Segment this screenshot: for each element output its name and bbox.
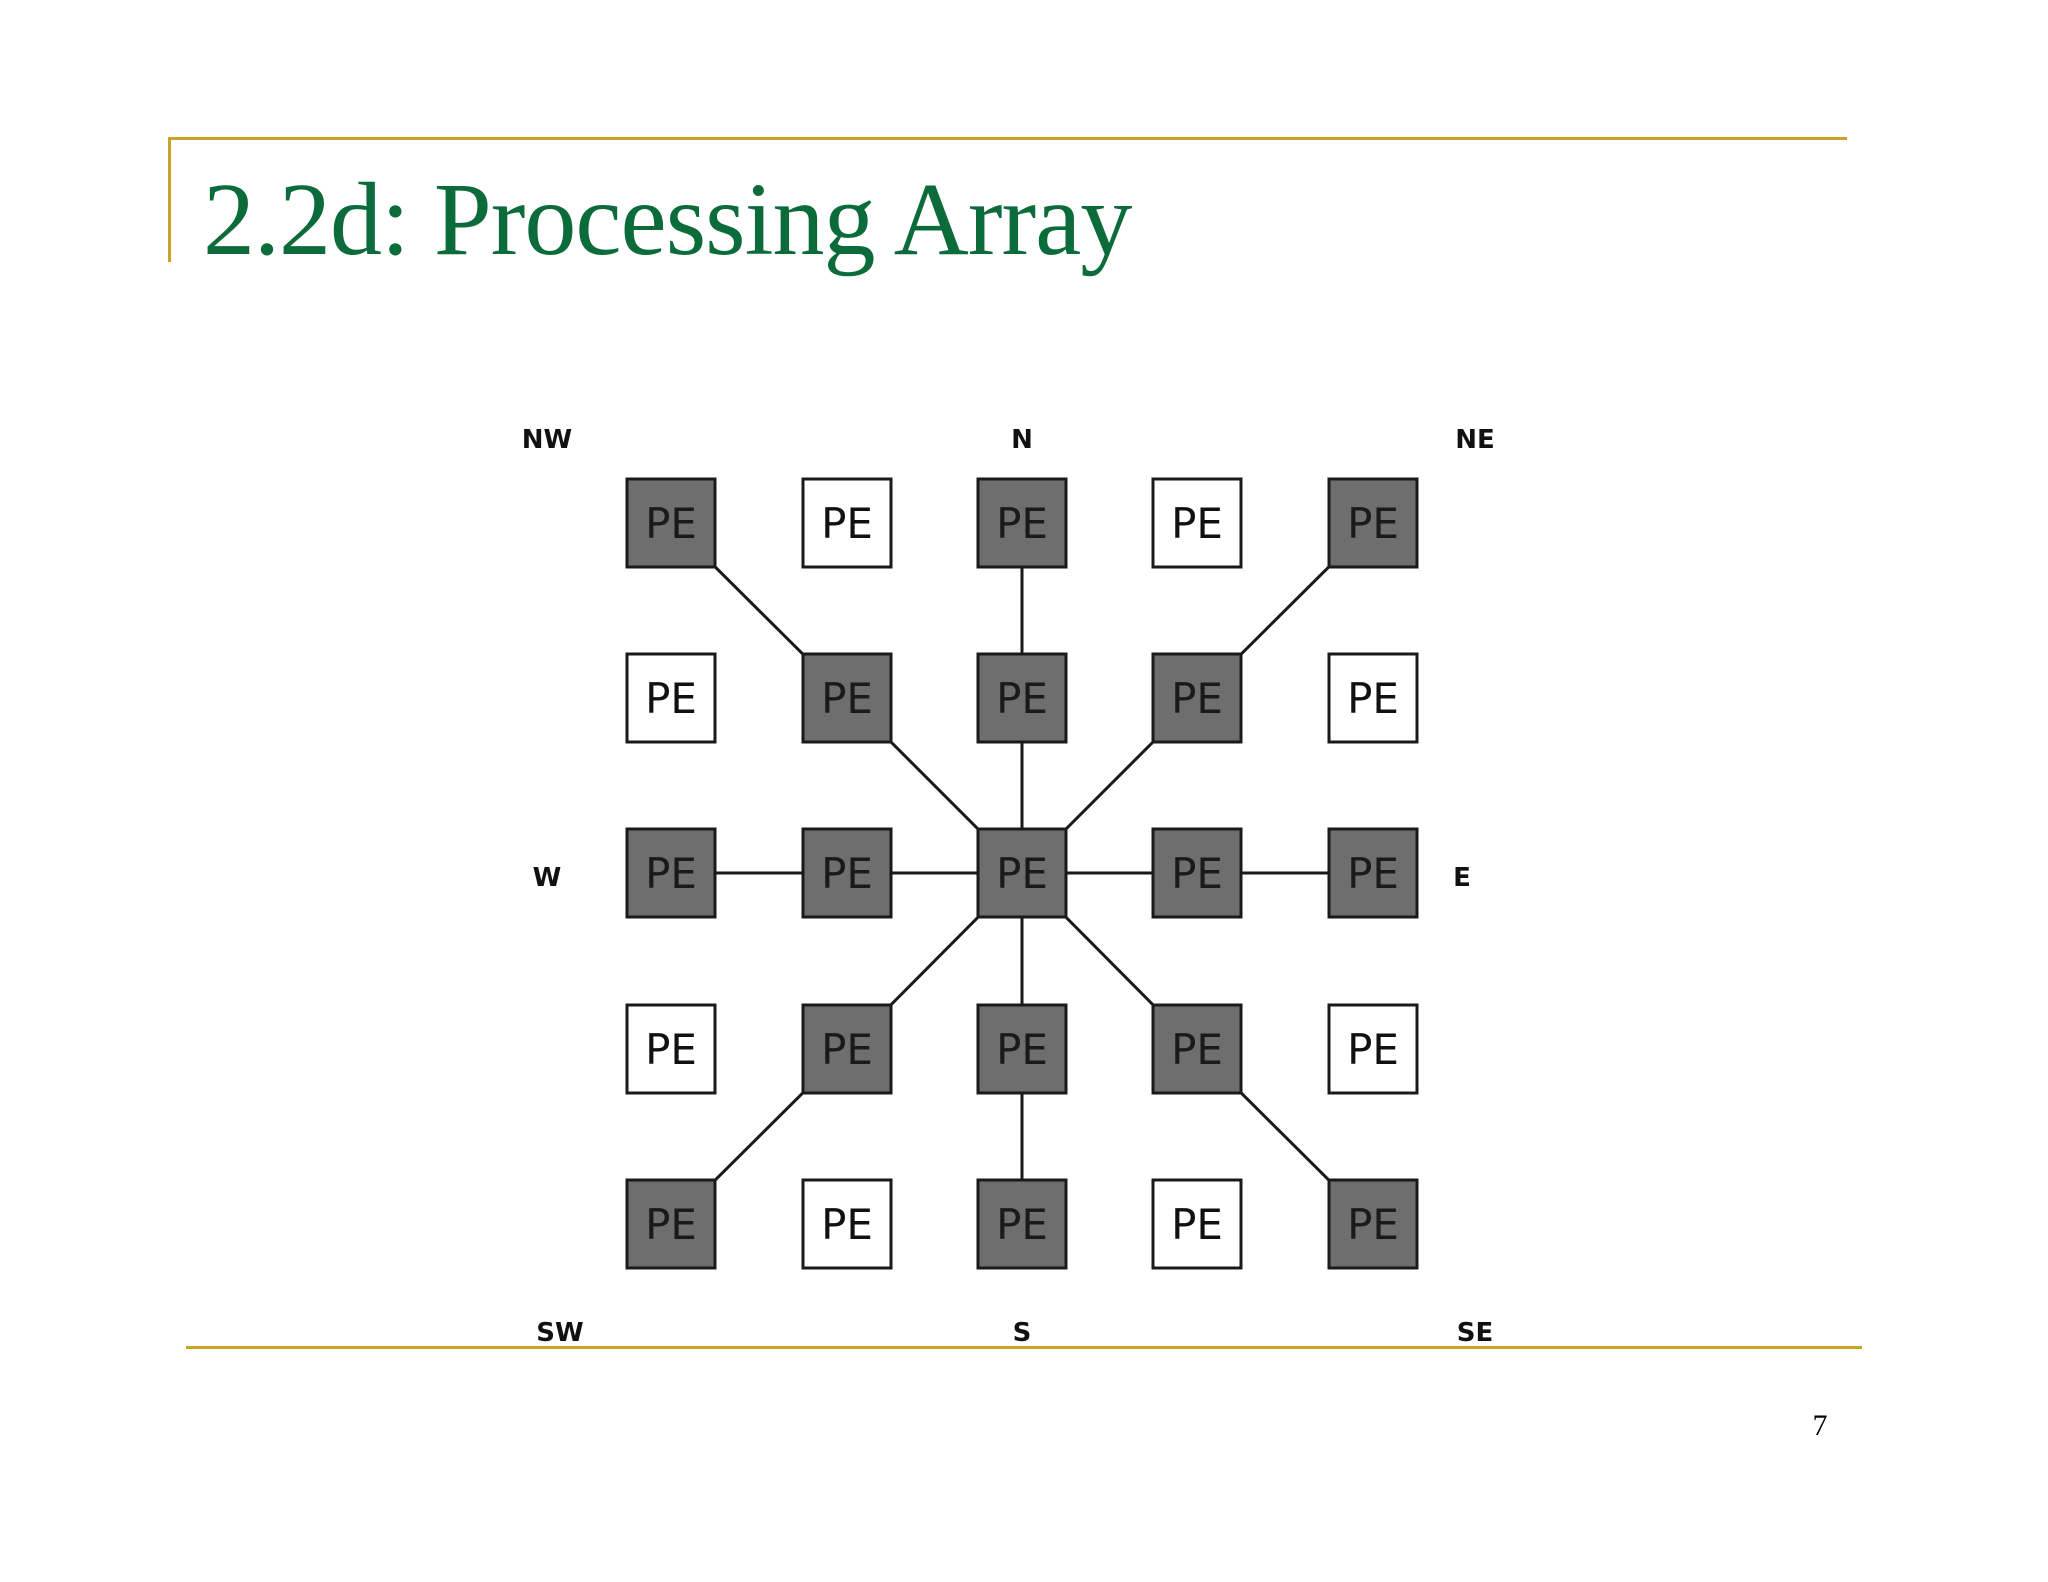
pe-box xyxy=(801,827,893,919)
title-rule-top xyxy=(168,137,1847,140)
direction-label-ne: NE xyxy=(1455,425,1495,455)
pe-node-active: PE xyxy=(1151,827,1243,919)
direction-label-s: S xyxy=(1013,1318,1032,1348)
pe-node-inactive: PE xyxy=(1151,1178,1243,1270)
pe-box xyxy=(625,1178,717,1270)
direction-label-se: SE xyxy=(1457,1318,1494,1348)
pe-node-active: PE xyxy=(976,827,1068,919)
pe-label: PE xyxy=(1347,1200,1399,1249)
pe-label: PE xyxy=(645,674,697,723)
pe-label: PE xyxy=(821,1025,873,1074)
pe-node-active: PE xyxy=(1327,827,1419,919)
pe-box xyxy=(1151,1003,1243,1095)
pe-node-active: PE xyxy=(976,652,1068,744)
pe-node-active: PE xyxy=(1151,1003,1243,1095)
pe-node-active: PE xyxy=(801,827,893,919)
pe-box xyxy=(976,477,1068,569)
pe-box xyxy=(976,1003,1068,1095)
pe-label: PE xyxy=(996,674,1048,723)
direction-label-nw: NW xyxy=(522,425,572,455)
pe-label: PE xyxy=(1347,849,1399,898)
pe-label: PE xyxy=(996,1025,1048,1074)
pe-box xyxy=(1327,1003,1419,1095)
pe-box xyxy=(976,652,1068,744)
pe-box xyxy=(1151,652,1243,744)
pe-label: PE xyxy=(1171,1200,1223,1249)
pe-node-inactive: PE xyxy=(801,1178,893,1270)
pe-box xyxy=(801,652,893,744)
pe-node-inactive: PE xyxy=(1327,1003,1419,1095)
pe-node-active: PE xyxy=(625,827,717,919)
pe-label: PE xyxy=(996,499,1048,548)
pe-node-active: PE xyxy=(801,652,893,744)
pe-box xyxy=(625,1003,717,1095)
pe-box xyxy=(801,1003,893,1095)
pe-box xyxy=(625,477,717,569)
pe-box xyxy=(1327,477,1419,569)
pe-box xyxy=(976,827,1068,919)
pe-box xyxy=(976,1178,1068,1270)
pe-node-active: PE xyxy=(1327,477,1419,569)
pe-label: PE xyxy=(645,1025,697,1074)
pe-label: PE xyxy=(1171,849,1223,898)
pe-box xyxy=(801,1178,893,1270)
pe-node-inactive: PE xyxy=(625,652,717,744)
pe-box xyxy=(1151,827,1243,919)
pe-node-active: PE xyxy=(976,477,1068,569)
pe-box xyxy=(1151,477,1243,569)
pe-node-inactive: PE xyxy=(1327,652,1419,744)
page-number: 7 xyxy=(1812,1409,1828,1442)
pe-box xyxy=(625,652,717,744)
pe-label: PE xyxy=(821,499,873,548)
pe-label: PE xyxy=(1171,1025,1223,1074)
pe-label: PE xyxy=(1171,499,1223,548)
direction-label-e: E xyxy=(1453,863,1471,893)
pe-label: PE xyxy=(821,849,873,898)
pe-nodes: PE PE PE PE PE PE PE PE PE PE PE PE PE PE PE PE PE PE PE PE… xyxy=(625,477,1419,1270)
pe-node-inactive: PE xyxy=(801,477,893,569)
pe-node-active: PE xyxy=(1327,1178,1419,1270)
pe-box xyxy=(1327,652,1419,744)
pe-box xyxy=(801,477,893,569)
pe-box xyxy=(1151,1178,1243,1270)
pe-label: PE xyxy=(1171,674,1223,723)
pe-label: PE xyxy=(821,1200,873,1249)
pe-node-active: PE xyxy=(625,477,717,569)
bottom-rule xyxy=(186,1346,1862,1349)
pe-label: PE xyxy=(645,1200,697,1249)
pe-node-active: PE xyxy=(976,1178,1068,1270)
pe-box xyxy=(625,827,717,919)
direction-labels: NW N NE W E SW S SE xyxy=(522,425,1495,1348)
pe-node-active: PE xyxy=(976,1003,1068,1095)
slide-title: 2.2d: Processing Array xyxy=(203,162,1132,277)
pe-box xyxy=(1327,827,1419,919)
pe-label: PE xyxy=(1347,499,1399,548)
pe-label: PE xyxy=(821,674,873,723)
pe-node-inactive: PE xyxy=(625,1003,717,1095)
pe-node-inactive: PE xyxy=(1151,477,1243,569)
pe-node-active: PE xyxy=(801,1003,893,1095)
pe-label: PE xyxy=(645,499,697,548)
pe-label: PE xyxy=(996,849,1048,898)
pe-node-active: PE xyxy=(625,1178,717,1270)
direction-label-sw: SW xyxy=(536,1318,583,1348)
direction-label-n: N xyxy=(1011,425,1033,455)
pe-box xyxy=(1327,1178,1419,1270)
pe-label: PE xyxy=(1347,1025,1399,1074)
pe-label: PE xyxy=(1347,674,1399,723)
pe-label: PE xyxy=(645,849,697,898)
title-rule-left xyxy=(168,137,171,262)
pe-node-active: PE xyxy=(1151,652,1243,744)
pe-label: PE xyxy=(996,1200,1048,1249)
direction-label-w: W xyxy=(533,863,562,893)
